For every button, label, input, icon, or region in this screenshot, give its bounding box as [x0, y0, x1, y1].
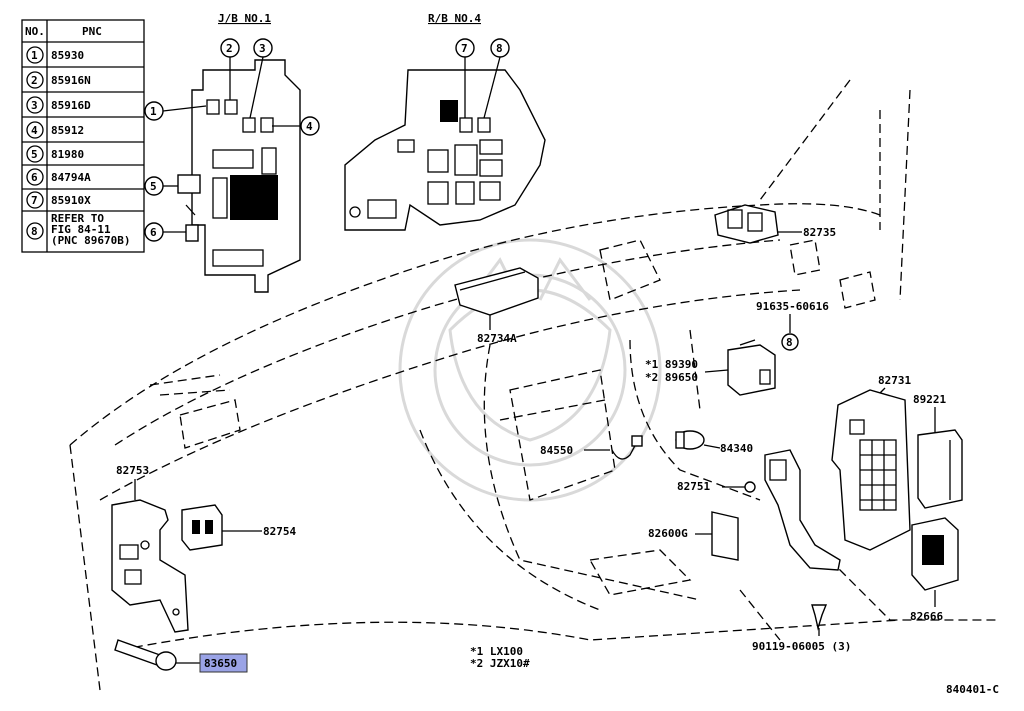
- table-row: 8 REFER TO FIG 84-11 (PNC 89670B): [26, 212, 130, 247]
- label-82731: 82731: [878, 374, 911, 387]
- row-pnc-line: FIG 84-11: [51, 223, 111, 236]
- label-84340: 84340: [720, 442, 753, 455]
- callout-2: 2: [220, 38, 240, 58]
- row-pnc: 84794A: [51, 171, 91, 184]
- svg-text:4: 4: [306, 120, 313, 133]
- label-83650[interactable]: 83650: [204, 657, 237, 670]
- part-82735: 82735: [714, 204, 836, 244]
- part-84340: 84340: [675, 430, 753, 455]
- row-no: 5: [31, 148, 38, 161]
- label-82734A: 82734A: [477, 332, 517, 345]
- row-no: 3: [31, 99, 38, 112]
- row-pnc: 85916N: [51, 74, 91, 87]
- label-82751: 82751: [677, 480, 710, 493]
- label-89221: 89221: [913, 393, 946, 406]
- part-84550: 84550: [540, 435, 643, 460]
- table-row: 5 81980: [26, 145, 84, 163]
- row-no: 4: [31, 124, 38, 137]
- callout-1: 1: [144, 101, 164, 121]
- callout-4: 4: [300, 116, 320, 136]
- part-82731: 82731: [831, 374, 911, 551]
- part-82751: 82751: [677, 449, 841, 571]
- label-82666: 82666: [910, 610, 943, 623]
- svg-text:6: 6: [150, 226, 157, 239]
- row-pnc-line: (PNC 89670B): [51, 234, 130, 247]
- relay-block-4: R/B NO.4 7 8: [344, 12, 546, 231]
- label-82753: 82753: [116, 464, 149, 477]
- part-89221: 89221: [913, 393, 963, 509]
- label-89390: *1 89390: [645, 358, 698, 371]
- svg-text:3: 3: [259, 42, 266, 55]
- label-84550: 84550: [540, 444, 573, 457]
- label-89650: *2 89650: [645, 371, 698, 384]
- row-pnc: 85916D: [51, 99, 91, 112]
- table-header-no: NO.: [25, 25, 45, 38]
- label-82754: 82754: [263, 525, 296, 538]
- table-row: 6 84794A: [26, 168, 91, 186]
- part-83650: 83650: [114, 639, 248, 673]
- footnote-2: *2 JZX10#: [470, 657, 530, 670]
- highlight-83650[interactable]: [199, 653, 248, 673]
- row-pnc-line: REFER TO: [51, 212, 104, 225]
- label-90119: 90119-06005 (3): [752, 640, 851, 653]
- pnc-table: NO. PNC 1 85930 2 85916N 3 85916D 4 8591…: [21, 19, 145, 253]
- figure-code: 840401-C: [946, 683, 999, 696]
- callout-5: 5: [144, 176, 164, 196]
- part-90119: 90119-06005 (3): [752, 604, 851, 653]
- row-pnc: 85912: [51, 124, 84, 137]
- callout-3: 3: [253, 38, 273, 58]
- part-82666: 82666: [910, 517, 959, 623]
- svg-text:2: 2: [226, 42, 233, 55]
- part-82754: 82754: [181, 504, 296, 551]
- table-row: 4 85912: [26, 121, 84, 139]
- row-no: 6: [31, 171, 38, 184]
- footnote-1: *1 LX100: [470, 645, 523, 658]
- junction-block-1: J/B NO.1 1 2 3 4 5 6: [144, 12, 320, 293]
- table-header-pnc: PNC: [82, 25, 102, 38]
- footnotes: *1 LX100 *2 JZX10#: [470, 645, 530, 670]
- row-pnc: 81980: [51, 148, 84, 161]
- row-pnc: 85930: [51, 49, 84, 62]
- table-row: 3 85916D: [26, 96, 91, 114]
- callout-7: 7: [455, 38, 475, 58]
- svg-text:5: 5: [150, 180, 157, 193]
- table-row: 1 85930: [26, 46, 84, 64]
- row-pnc: 85910X: [51, 194, 91, 207]
- part-82600G: 82600G: [648, 511, 739, 561]
- svg-text:7: 7: [461, 42, 468, 55]
- callout-6: 6: [144, 222, 164, 242]
- row-no: 1: [31, 49, 38, 62]
- label-82600G: 82600G: [648, 527, 688, 540]
- table-row: 2 85916N: [26, 71, 91, 89]
- part-82753: 82753: [111, 464, 189, 633]
- jb-title: J/B NO.1: [218, 12, 271, 25]
- svg-text:8: 8: [496, 42, 503, 55]
- label-82735: 82735: [803, 226, 836, 239]
- callout-8-bottom: 8: [786, 336, 793, 349]
- part-82734A: 82734A: [454, 267, 539, 345]
- part-91635: 91635-60616 8: [756, 300, 829, 351]
- row-no: 8: [31, 225, 38, 238]
- dashboard-outline: [69, 79, 1000, 691]
- row-no: 7: [31, 194, 38, 207]
- part-89390: *1 89390 *2 89650: [645, 339, 776, 396]
- callout-8: 8: [490, 38, 510, 58]
- rb-title: R/B NO.4: [428, 12, 481, 25]
- row-no: 2: [31, 74, 38, 87]
- svg-text:1: 1: [150, 105, 157, 118]
- label-91635: 91635-60616: [756, 300, 829, 313]
- table-row: 7 85910X: [26, 191, 91, 209]
